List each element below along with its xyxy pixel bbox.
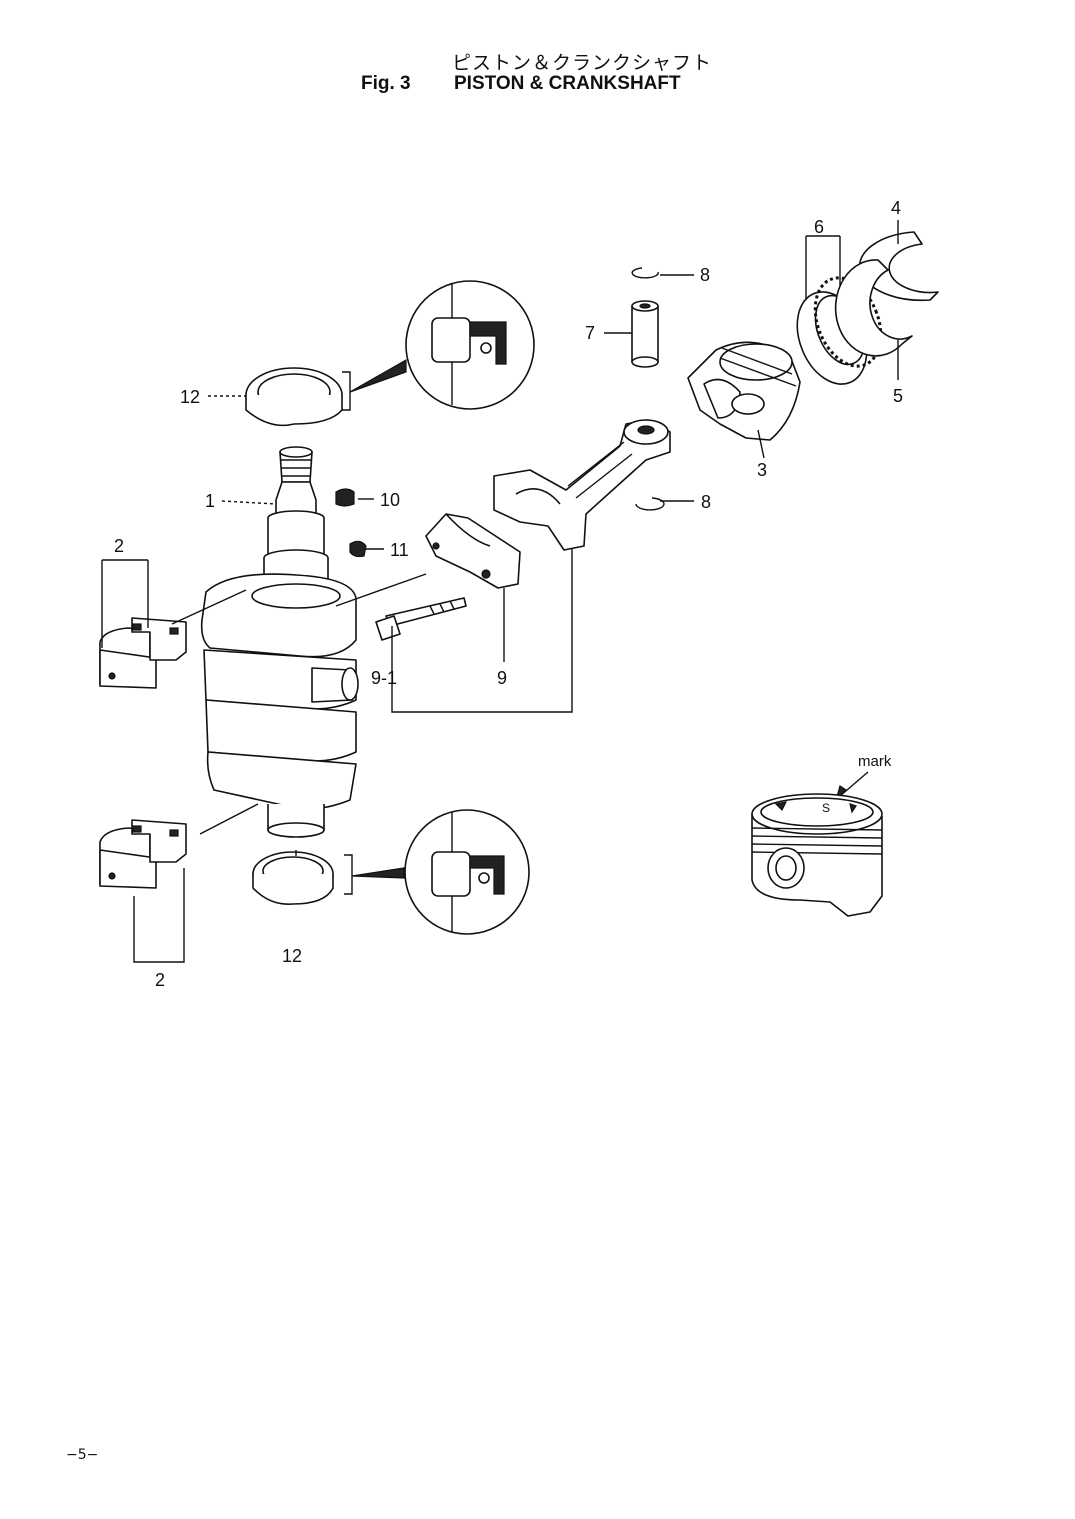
callout-2-upper: 2 <box>114 536 124 556</box>
woodruff-key-10 <box>335 488 355 507</box>
callout-8-lower: 8 <box>701 492 711 512</box>
callout-6: 6 <box>814 217 824 237</box>
seal-detail-upper <box>342 280 535 411</box>
callout-10: 10 <box>380 490 400 510</box>
piston-mark-detail: mark S <box>751 753 892 917</box>
callout-12-lower: 12 <box>282 946 302 966</box>
connecting-rod-cap <box>425 513 521 589</box>
callout-5: 5 <box>893 386 903 406</box>
callout-12-upper: 12 <box>180 387 200 407</box>
callout-9: 9 <box>497 668 507 688</box>
piston-ring-top <box>858 231 939 302</box>
oil-seal-lower <box>252 851 334 905</box>
callout-3: 3 <box>757 460 767 480</box>
callout-1: 1 <box>205 491 215 511</box>
callout-7: 7 <box>585 323 595 343</box>
figure-number: Fig. 3 <box>361 73 411 94</box>
leader-lines <box>101 220 899 963</box>
seal-detail-lower <box>344 809 530 935</box>
main-bearing-upper <box>99 617 187 689</box>
page-number: −5− <box>66 1447 99 1463</box>
callout-2-lower: 2 <box>155 970 165 990</box>
circlip-upper <box>631 267 659 279</box>
connecting-rod <box>493 419 671 551</box>
piston-crown-s-glyph: S <box>822 801 830 815</box>
main-bearing-lower <box>99 819 187 889</box>
piston <box>687 341 801 441</box>
woodruff-key-11 <box>349 540 367 558</box>
piston-ring-second <box>834 259 913 357</box>
oil-seal-upper <box>245 367 343 427</box>
callout-4: 4 <box>891 198 901 218</box>
crankshaft <box>200 446 359 838</box>
figure-title: PISTON & CRANKSHAFT <box>454 73 681 94</box>
callout-9-1: 9-1 <box>371 668 397 688</box>
callout-11: 11 <box>390 540 409 560</box>
piston-pin <box>631 300 659 368</box>
mark-label: mark <box>858 753 892 770</box>
callout-8-upper: 8 <box>700 265 710 285</box>
circlip-lower <box>635 497 665 511</box>
page-title-japanese: ピストン＆クランクシャフト <box>452 52 713 74</box>
rod-bolt <box>375 597 467 641</box>
